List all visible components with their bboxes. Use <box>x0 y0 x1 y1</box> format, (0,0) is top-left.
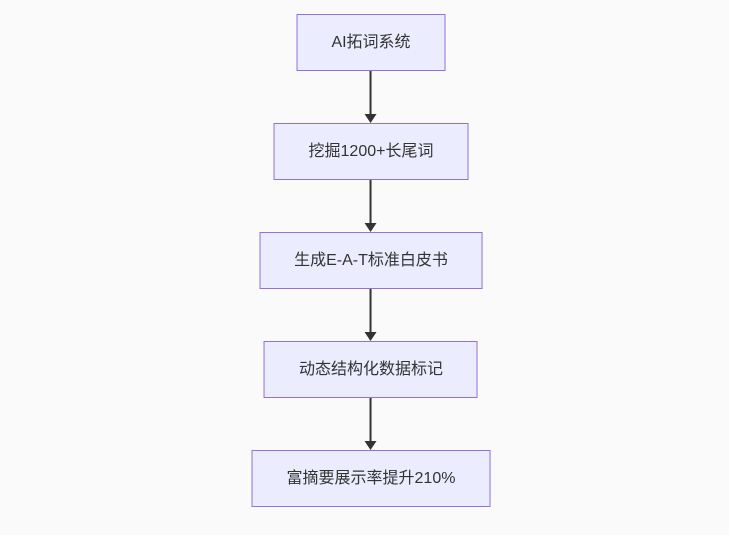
arrow-head <box>365 114 377 123</box>
arrow-head <box>365 223 377 232</box>
arrow-line <box>370 289 372 332</box>
flowchart: AI拓词系统 挖掘1200+长尾词 生成E-A-T标准白皮书 动态结构化数据标记… <box>251 14 491 507</box>
arrow-head <box>365 441 377 450</box>
arrow-line <box>370 398 372 441</box>
arrow-head <box>365 332 377 341</box>
flow-node-longtail-keywords: 挖掘1200+长尾词 <box>273 123 469 180</box>
arrow-down-icon <box>365 71 377 123</box>
arrow-line <box>370 180 372 223</box>
arrow-down-icon <box>365 398 377 450</box>
flow-node-eat-whitepaper: 生成E-A-T标准白皮书 <box>259 232 483 289</box>
flow-node-ai-word-system: AI拓词系统 <box>296 14 446 71</box>
flow-node-rich-snippet-rate: 富摘要展示率提升210% <box>251 450 491 507</box>
flow-node-structured-data: 动态结构化数据标记 <box>263 341 478 398</box>
arrow-line <box>370 71 372 114</box>
arrow-down-icon <box>365 180 377 232</box>
arrow-down-icon <box>365 289 377 341</box>
